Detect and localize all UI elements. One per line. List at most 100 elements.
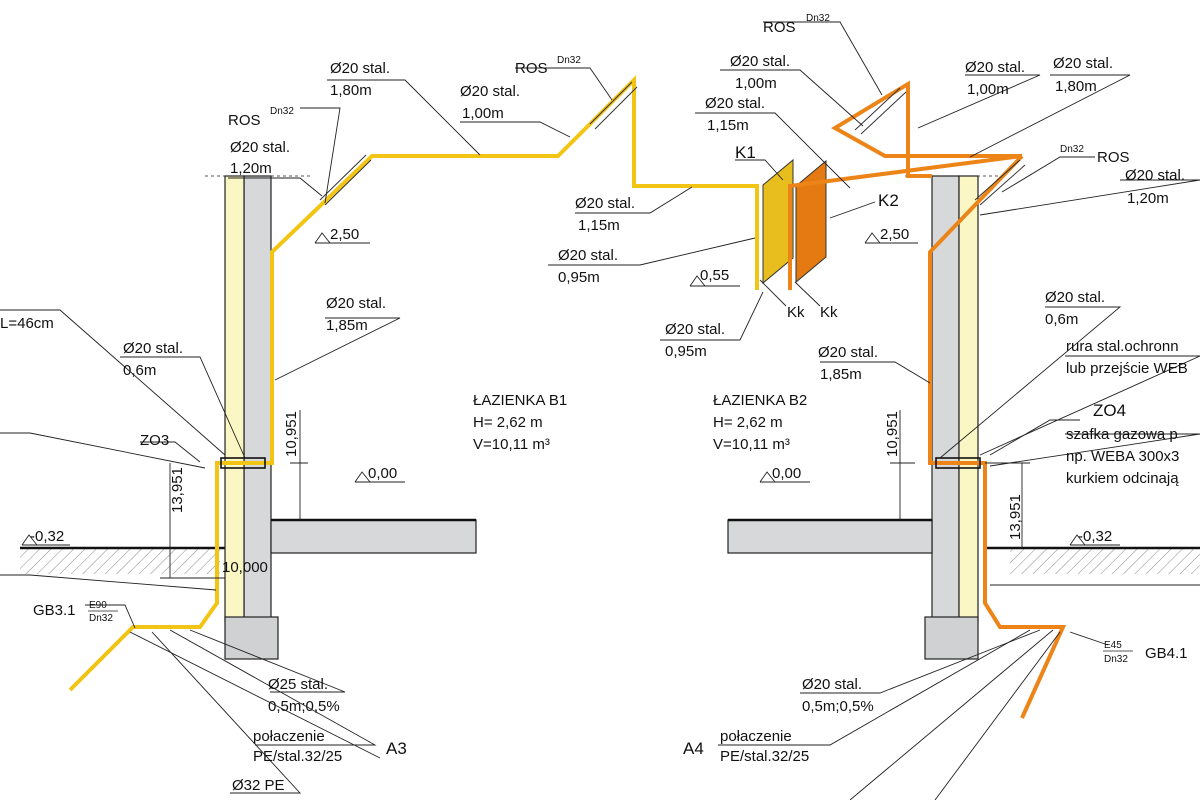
pipe-06-left-size: Ø20 stal. <box>123 340 183 357</box>
pipe-06-right-len: 0,6m <box>1045 311 1078 328</box>
ros-label-left-2: ROS <box>515 60 548 77</box>
pipe-20-right-size: Ø20 stal. <box>802 676 862 693</box>
gas-meters <box>762 158 827 285</box>
ros-symbols <box>319 81 1026 206</box>
dim-13951-left: 13,951 <box>169 467 186 513</box>
right-wall <box>931 175 960 622</box>
ros-dn-right-top: Dn32 <box>806 13 830 24</box>
left-wall-insulation <box>224 175 245 622</box>
room-b2-height: H= 2,62 m <box>713 414 783 431</box>
pipe-180-right-size: Ø20 stal. <box>1053 55 1113 72</box>
pipe-100b-right-len: 1,00m <box>967 81 1009 98</box>
zo4-label: ZO4 <box>1093 401 1126 420</box>
gb31-fire: E90 <box>89 600 107 611</box>
right-wall-insulation <box>958 175 979 622</box>
cabinet-line3: kurkiem odcinają <box>1066 470 1179 487</box>
pipe-095a-size: Ø20 stal. <box>558 247 618 264</box>
dim-13951-right: 13,951 <box>1007 494 1024 540</box>
pipe-180-right-len: 1,80m <box>1055 78 1097 95</box>
ros-right-1 <box>854 87 901 131</box>
length-46-label: L=46cm <box>0 315 54 332</box>
ros-label-right-top: ROS <box>763 19 796 36</box>
level-250-right: 2,50 <box>880 226 909 243</box>
ros-dn-right-side: Dn32 <box>1060 144 1084 155</box>
level-250-left: 2,50 <box>330 226 359 243</box>
left-ground-hatch <box>20 548 220 574</box>
ros-right-2 <box>974 159 1021 201</box>
dimension-lines <box>21 232 1120 579</box>
right-structure <box>727 175 1200 660</box>
pe-32-label: Ø32 PE <box>232 777 285 794</box>
pipe-095b-size: Ø20 stal. <box>665 321 725 338</box>
level-000-right: 0,00 <box>772 465 801 482</box>
left-wall <box>243 175 272 622</box>
pipe-185-right-size: Ø20 stal. <box>818 344 878 361</box>
pipe-095b-len: 0,95m <box>665 343 707 360</box>
right-floor-slab <box>727 519 933 554</box>
room-b2-volume: V=10,11 m³ <box>713 436 790 453</box>
room-b1-height: H= 2,62 m <box>473 414 543 431</box>
pipe-20-right-len: 0,5m;0,5% <box>802 698 874 715</box>
gb41-dn: Dn32 <box>1104 654 1128 665</box>
pipe-120-right-len: 1,20m <box>1127 190 1169 207</box>
dim-10000-left: 10,000 <box>222 559 268 576</box>
level-055: 0,55 <box>700 267 729 284</box>
room-b2-name: ŁAZIENKA B2 <box>713 392 807 409</box>
ros-dn-left-2: Dn32 <box>557 55 581 66</box>
conn-right-tag: A4 <box>683 739 704 758</box>
pipe-06-right-size: Ø20 stal. <box>1045 289 1105 306</box>
conn-left-spec: PE/stal.32/25 <box>253 748 342 765</box>
right-foundation <box>924 616 979 660</box>
pipe-b2-top-route <box>788 80 1023 290</box>
zo3-valve-box <box>220 457 266 469</box>
conn-right-title: połaczenie <box>720 728 792 745</box>
kk2-label: Kk <box>820 304 838 321</box>
ros-dn-left-1: Dn32 <box>270 106 294 117</box>
ros-label-left-1: ROS <box>228 112 261 129</box>
ros-label-right-side: ROS <box>1097 149 1130 166</box>
gb41-label: GB4.1 <box>1145 645 1188 662</box>
gb31-label: GB3.1 <box>33 602 76 619</box>
pipe-115-left-size: Ø20 stal. <box>575 195 635 212</box>
pipe-100a-right-len: 1,00m <box>735 75 777 92</box>
pipe-100b-right-size: Ø20 stal. <box>965 59 1025 76</box>
conn-left-title: połaczenie <box>253 728 325 745</box>
pipe-100-left-size: Ø20 stal. <box>460 83 520 100</box>
pipe-115-right-len: 1,15m <box>707 117 749 134</box>
gas-pipe-b2 <box>788 80 1067 719</box>
pipe-180-left-len: 1,80m <box>330 82 372 99</box>
pipe-115-right-size: Ø20 stal. <box>705 95 765 112</box>
level-032-right: -0,32 <box>1078 528 1112 545</box>
conn-right-spec: PE/stal.32/25 <box>720 748 809 765</box>
pipe-120-left-len: 1,20m <box>230 160 272 177</box>
pipe-100-left-len: 1,00m <box>462 105 504 122</box>
gb31-dn: Dn32 <box>89 613 113 624</box>
conn-left-tag: A3 <box>386 739 407 758</box>
pipe-115-left-len: 1,15m <box>578 217 620 234</box>
meter-k1 <box>762 158 794 285</box>
sleeve-line1: rura stal.ochronn <box>1066 338 1179 355</box>
meter-k1-label: K1 <box>735 143 756 162</box>
pipe-25-len: 0,5m;0,5% <box>268 698 340 715</box>
kk1-label: Kk <box>787 304 805 321</box>
left-structure <box>20 175 477 660</box>
pipe-06-left-len: 0,6m <box>123 362 156 379</box>
zo4-valve-box <box>935 457 981 469</box>
ros-left-2 <box>589 81 633 125</box>
pipe-185-left-size: Ø20 stal. <box>326 295 386 312</box>
left-foundation <box>224 616 279 660</box>
room-b1-name: ŁAZIENKA B1 <box>473 392 567 409</box>
sleeve-line2: lub przejście WEB <box>1066 360 1188 377</box>
pipe-25-size: Ø25 stal. <box>268 676 328 693</box>
zo3-label: ZO3 <box>140 432 169 449</box>
pipe-095a-len: 0,95m <box>558 269 600 286</box>
pipe-b2-main-route <box>928 154 1067 719</box>
dim-10951-right: 10,951 <box>884 411 901 457</box>
pipe-120-right-size: Ø20 stal. <box>1125 167 1185 184</box>
ros-left-1 <box>319 154 367 201</box>
pipe-180-left-size: Ø20 stal. <box>330 60 390 77</box>
pipe-100a-right-size: Ø20 stal. <box>730 53 790 70</box>
gb41-fire: E45 <box>1104 640 1122 651</box>
pipe-185-right-len: 1,85m <box>820 366 862 383</box>
